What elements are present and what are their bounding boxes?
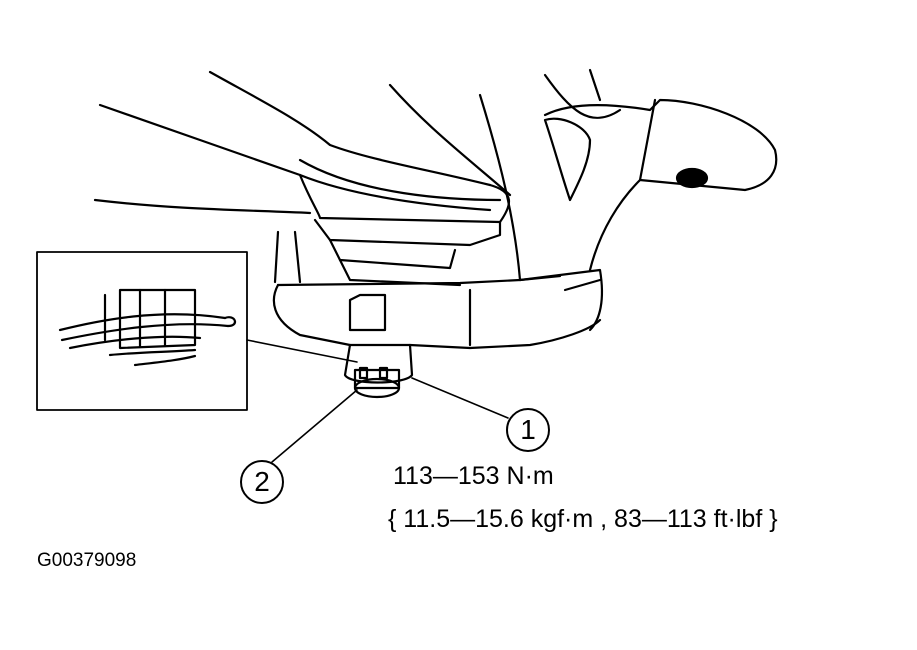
leader-line [411,377,509,419]
nut-slot [358,366,369,380]
torque-spec-nm: 113—153 N·m [393,462,554,490]
ball-joint [343,343,414,384]
cotter-pin-detail [58,288,237,367]
brake-pad [313,218,502,247]
callout-2: 2 [240,460,284,504]
figure-id: G00379098 [37,550,137,571]
knuckle-body [563,278,602,292]
strut-line [388,83,512,197]
nut-slot [378,366,389,380]
detail-frame [36,251,248,411]
strut-line [543,73,622,120]
knuckle-arm [543,117,592,202]
callout-1: 1 [506,408,550,452]
leader-line [271,389,358,463]
strut-line [293,230,302,284]
castle-nut [353,368,401,390]
knuckle-arm [543,98,778,192]
bushing-hole [675,167,709,189]
brake-pad [328,238,457,270]
torque-spec-alt: { 11.5—15.6 kgf·m , 83—113 ft·lbf } [388,505,778,533]
knuckle-arm [588,98,657,272]
lower-housing [276,274,562,287]
strut-line [478,93,522,282]
strut-line [588,68,602,102]
strut-line [273,230,280,284]
leader-line [246,339,358,363]
lower-arm-line [93,198,312,215]
upper-arm-line [208,70,492,187]
lower-housing [272,283,602,350]
strut-body [298,158,502,202]
lower-housing [348,293,387,332]
